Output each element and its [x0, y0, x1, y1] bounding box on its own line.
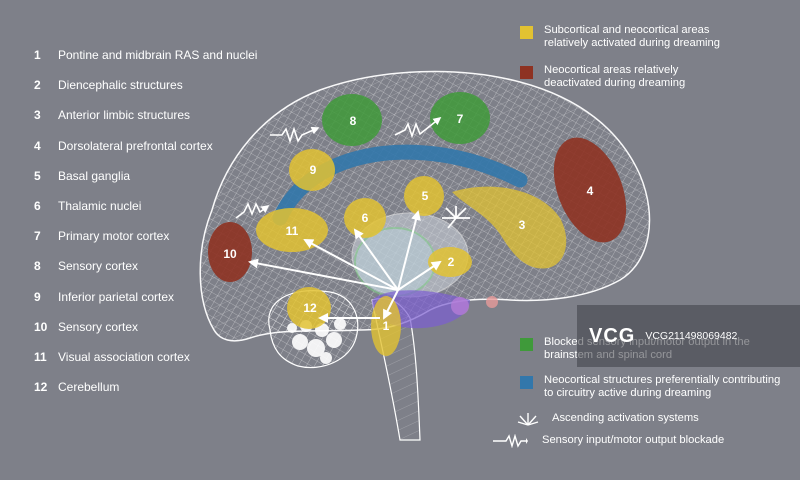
region-num: 1: [34, 48, 41, 62]
legend-activated-label: Subcortical and neocortical areas relati…: [544, 24, 720, 49]
region-9-area: [289, 149, 335, 191]
region-item: 9 Inferior parietal cortex: [34, 290, 264, 320]
badge-7: 7: [457, 112, 464, 126]
watermark-logo: VCG: [589, 324, 636, 347]
region-label: Cerebellum: [58, 380, 120, 395]
region-num: 12: [34, 380, 48, 395]
badge-11: 11: [286, 224, 299, 238]
region-item: 12 Cerebellum: [34, 380, 264, 410]
region-num: 11: [34, 349, 47, 364]
region-label: Anterior limbic structures: [58, 108, 191, 123]
region-label: Sensory cortex: [58, 319, 139, 334]
activated-swatch: [520, 26, 533, 39]
watermark: VCG VCG211498069482: [577, 305, 800, 367]
region-3-area: [452, 186, 567, 269]
legend-preferential: Neocortical structures preferentially co…: [520, 374, 784, 400]
region-label: Thalamic nuclei: [58, 198, 142, 213]
badge-8: 8: [350, 114, 357, 128]
badge-2: 2: [448, 255, 455, 269]
blockade-icon: [493, 434, 528, 448]
region-num: 3: [34, 108, 41, 123]
preferential-swatch: [520, 376, 533, 389]
legend-deactivated-label: Neocortical areas relatively deactivated…: [544, 64, 686, 89]
region-7-area: [430, 92, 490, 144]
region-item: 6 Thalamic nuclei: [34, 199, 264, 229]
preferential-arc: [272, 144, 528, 226]
legend-ascending-label: Ascending activation systems: [552, 412, 699, 424]
region-label: Basal ganglia: [58, 168, 131, 183]
region-num: 5: [34, 168, 41, 183]
region-5-area: [404, 176, 444, 216]
activation-arrows: [248, 210, 442, 323]
region-item: 4 Dorsolateral prefrontal cortex: [34, 139, 264, 169]
badge-12: 12: [303, 301, 317, 315]
region-num: 9: [34, 289, 41, 304]
ascending-activation-icon: [442, 206, 470, 229]
region-item: 5 Basal ganglia: [34, 169, 264, 199]
watermark-text: VCG211498069482: [645, 330, 738, 342]
badge-5: 5: [422, 189, 429, 203]
region-label: Primary motor cortex: [58, 229, 170, 244]
region-6-area: [344, 198, 386, 238]
legend-preferential-label: Neocortical structures preferentially co…: [544, 374, 781, 399]
legend-blockade-label: Sensory input/motor output blockade: [542, 434, 725, 446]
region-label: Dorsolateral prefrontal cortex: [58, 138, 213, 153]
badge-1: 1: [383, 319, 390, 333]
region-item: 10 Sensory cortex: [34, 320, 264, 350]
region-num: 6: [34, 198, 41, 213]
region-1-area: [371, 296, 401, 356]
badge-3: 3: [519, 218, 526, 232]
region-4-area: [553, 137, 627, 243]
region-num: 7: [34, 229, 41, 244]
badge-9: 9: [310, 163, 317, 177]
region-label: Sensory cortex: [58, 259, 139, 274]
legend-blockade: Sensory input/motor output blockade: [484, 434, 724, 448]
legend-activated: Subcortical and neocortical areas relati…: [520, 24, 734, 50]
legend-ascending: Ascending activation systems: [510, 412, 699, 426]
region-num: 8: [34, 259, 41, 274]
region-item: 1 Pontine and midbrain RAS and nuclei: [34, 48, 264, 78]
badge-6: 6: [362, 211, 369, 225]
blockade-markers: [235, 117, 442, 219]
small-nucleus: [486, 296, 498, 308]
pituitary: [451, 297, 469, 315]
region-list: 1 Pontine and midbrain RAS and nuclei 2 Di…: [34, 48, 264, 410]
region-item: 3 Anterior limbic structures: [34, 108, 264, 138]
region-item: 7 Primary motor cortex: [34, 229, 264, 259]
region-num: 2: [34, 78, 41, 93]
region-item: 2 Diencephalic structures: [34, 78, 264, 108]
region-num: 4: [34, 138, 41, 153]
region-item: 8 Sensory cortex: [34, 259, 264, 289]
region-label: Visual association cortex: [58, 349, 190, 364]
deactivated-swatch: [520, 66, 533, 79]
legend-deactivated: Neocortical areas relatively deactivated…: [520, 64, 724, 90]
badge-10: 10: [223, 247, 237, 261]
region-item: 11 Visual association cortex: [34, 350, 264, 380]
ascending-activation-icon: [517, 413, 539, 426]
region-label: Inferior parietal cortex: [58, 289, 175, 304]
blocked-swatch: [520, 338, 533, 351]
region-num: 10: [34, 319, 48, 334]
region-10-area: [208, 222, 252, 282]
region-8-area: [322, 94, 382, 146]
region-label: Pontine and midbrain RAS and nuclei: [58, 48, 258, 62]
region-label: Diencephalic structures: [58, 78, 183, 93]
badge-4: 4: [587, 184, 594, 198]
